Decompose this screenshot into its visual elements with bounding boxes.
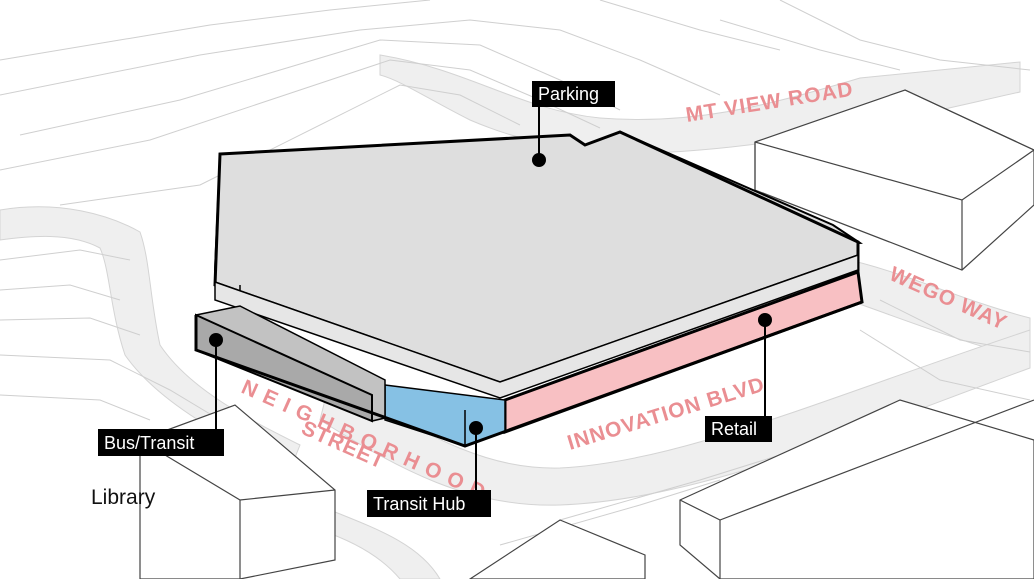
road-ribbon-south bbox=[319, 329, 1031, 506]
retail-callout-label: Retail bbox=[711, 419, 757, 439]
parking-marker-dot bbox=[532, 153, 546, 167]
main-building bbox=[194, 130, 864, 448]
retail-marker-dot bbox=[758, 313, 772, 327]
transit-hub-callout-label: Transit Hub bbox=[373, 494, 465, 514]
bus-transit-callout bbox=[98, 429, 224, 456]
building-southeast bbox=[679, 399, 1034, 579]
retail-callout bbox=[705, 416, 772, 442]
library-label: Library bbox=[91, 486, 156, 509]
transit-hub-marker-dot bbox=[469, 421, 483, 435]
building-south bbox=[468, 519, 646, 579]
roof-ledge bbox=[214, 253, 859, 399]
road-ribbon-southwest bbox=[319, 509, 441, 579]
parking-callout-label: Parking bbox=[538, 84, 599, 104]
parking-callout bbox=[532, 81, 615, 107]
transit-hub-callout bbox=[367, 490, 491, 517]
bus-transit-marker-dot bbox=[209, 333, 223, 347]
callouts: Parking Bus/Transit Transit Hub Retail bbox=[98, 81, 772, 517]
bus-transit-callout-label: Bus/Transit bbox=[104, 433, 194, 453]
